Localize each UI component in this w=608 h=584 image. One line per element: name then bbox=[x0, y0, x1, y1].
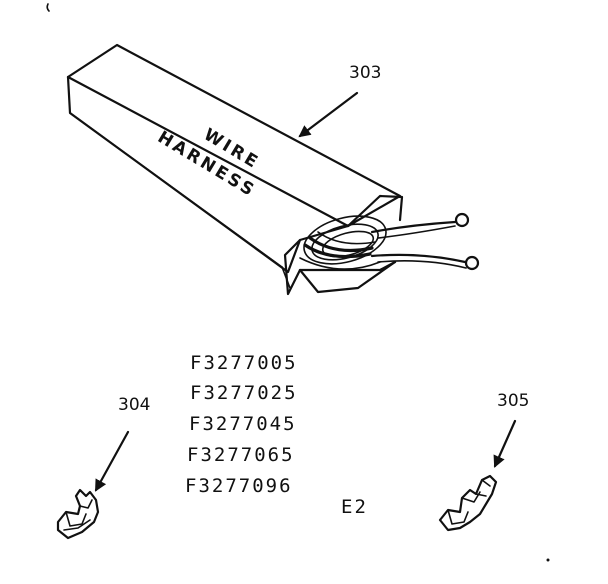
callout-304-arrow bbox=[94, 430, 130, 492]
diagram-code: E2 bbox=[341, 496, 368, 518]
callout-303: 303 bbox=[349, 63, 381, 83]
callout-305-arrow bbox=[493, 419, 517, 468]
scan-dot bbox=[546, 558, 550, 562]
callout-303-arrow bbox=[298, 91, 359, 138]
scan-mark bbox=[46, 3, 50, 12]
right-terminal bbox=[438, 474, 498, 532]
box-open-end bbox=[283, 194, 404, 296]
part-number: F3277045 bbox=[189, 413, 297, 435]
wire-harness-box: WIRE HARNESS bbox=[66, 43, 480, 296]
part-number: F3277025 bbox=[190, 382, 298, 404]
box-bottom-flap bbox=[298, 260, 397, 294]
box-flap-edge bbox=[281, 266, 291, 289]
callout-305: 305 bbox=[497, 391, 529, 411]
left-terminal bbox=[56, 488, 100, 540]
callout-304: 304 bbox=[118, 395, 150, 415]
box-front-edge bbox=[69, 112, 283, 268]
part-number: F3277005 bbox=[190, 352, 298, 374]
part-number: F3277065 bbox=[187, 444, 295, 466]
wire-leads bbox=[370, 212, 480, 271]
box-front-face bbox=[66, 75, 350, 274]
part-number-list: F3277005 F3277025 F3277045 F3277065 F327… bbox=[185, 352, 298, 497]
part-number: F3277096 bbox=[185, 475, 293, 497]
